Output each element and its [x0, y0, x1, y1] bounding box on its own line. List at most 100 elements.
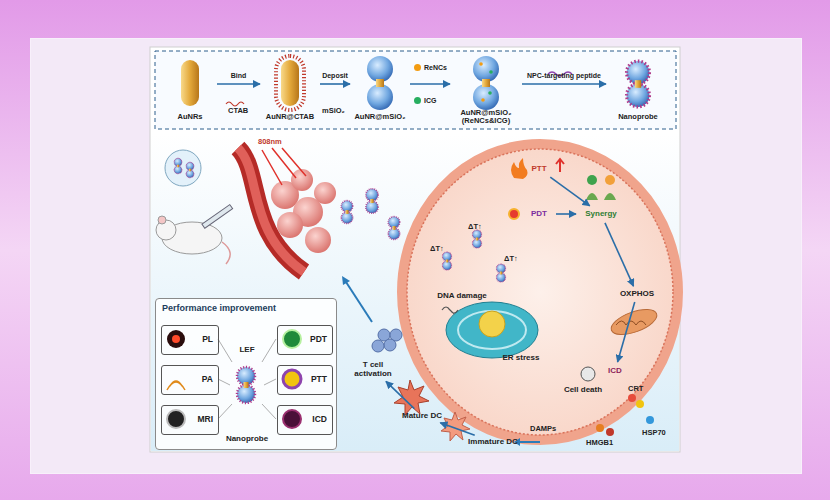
- mitochondrion: [608, 304, 660, 339]
- node-box: T cell activation: [350, 358, 396, 380]
- node-box: PDT: [524, 207, 554, 221]
- legend-row: ICG: [414, 97, 436, 104]
- person-body: [586, 193, 616, 200]
- node-box: AuNR@mSiO₂ (ReNCs&ICG): [452, 56, 520, 126]
- nanoprobe-particle: [341, 201, 352, 224]
- icg-dot: [489, 70, 493, 74]
- node-box: AuNR@mSiO₂: [352, 56, 408, 122]
- node-box: ICD: [277, 405, 333, 435]
- node-box: AuNRs: [165, 56, 215, 122]
- nanoprobe-particle: [186, 162, 194, 177]
- connector-arrow: [386, 381, 414, 408]
- mitochondrion-cristae: [616, 321, 646, 325]
- legend-row: ReNCs: [414, 64, 447, 71]
- ros-icon: [509, 209, 519, 219]
- annotation-label: HSP70: [642, 428, 666, 437]
- node-box: Nanoprobe: [608, 56, 668, 122]
- hmgb1-molecule: [606, 428, 614, 436]
- nanoprobe-particle: [237, 367, 255, 403]
- pdt-icon: [283, 330, 301, 348]
- gold-nanorod: [376, 79, 384, 87]
- node-text: Nanoprobe: [618, 113, 658, 122]
- attack-arrow: [346, 282, 372, 322]
- annotation-label: CRT: [628, 384, 643, 393]
- nanoprobe-particle: [497, 264, 506, 282]
- legend-text: ReNCs: [424, 64, 447, 71]
- inset-circle: [165, 150, 201, 186]
- increase-arrow: [556, 159, 564, 172]
- mouse-ear: [158, 216, 166, 224]
- node-box: Immature DC: [466, 436, 520, 448]
- node-text: ICD: [608, 366, 622, 375]
- connector-arrow: [556, 213, 576, 215]
- node-text: OXPHOS: [620, 289, 654, 298]
- node-box: ICD: [600, 364, 630, 378]
- crt-molecule: [636, 400, 644, 408]
- performance-backdrop: [155, 298, 337, 450]
- ptt-icon: [283, 370, 301, 388]
- node-text: Nanoprobe: [226, 434, 268, 443]
- node-box: PL: [161, 325, 219, 355]
- annotation-label: ΔT↑: [468, 222, 482, 231]
- node-box: ER stress: [496, 352, 546, 364]
- annotation-label: ΔT↑: [504, 254, 518, 263]
- node-text: PL: [202, 335, 213, 345]
- nanoprobe-particle: [388, 217, 399, 240]
- legend-swatch: [414, 64, 421, 71]
- node-box: Cell death: [558, 384, 608, 396]
- nucleus: [479, 311, 505, 337]
- node-text: ER stress: [503, 353, 540, 362]
- annotation-label: CTAB: [228, 106, 248, 115]
- node-box: Synergy: [578, 207, 624, 221]
- node-text: AuNR@mSiO₂ (ReNCs&ICG): [452, 109, 520, 126]
- ctab-molecule: [226, 102, 244, 106]
- edge-label: NPC-targeting peptide: [527, 72, 601, 79]
- node-box: PDT: [277, 325, 333, 355]
- node-box: Performance improvementPLPAMRILEFNanopro…: [155, 298, 337, 450]
- person-icon: [587, 175, 597, 185]
- node-text: Immature DC: [468, 437, 518, 446]
- edge-label: Deposit: [322, 72, 348, 79]
- gold-nanorod: [281, 60, 299, 106]
- node-box: AuNR@CTAB: [262, 56, 318, 122]
- pa-icon: [167, 381, 185, 390]
- node-text: AuNRs: [177, 113, 202, 122]
- gold-nanorod: [482, 79, 490, 87]
- node-text: DNA damage: [437, 291, 487, 300]
- connector-arrow: [440, 423, 474, 436]
- tumor-cell: [277, 212, 303, 238]
- tumor-cell: [314, 182, 336, 204]
- connector-arrow: [618, 302, 635, 362]
- nanoprobe-particle: [627, 61, 650, 107]
- annotation-label: HMGB1: [586, 438, 613, 447]
- node-text: AuNR@mSiO₂: [354, 113, 405, 122]
- silica-shell: [473, 84, 499, 110]
- icd-icon: [283, 410, 301, 428]
- node-text: Cell death: [564, 385, 602, 394]
- node-text: Mature DC: [402, 411, 442, 420]
- node-text: PTT: [531, 164, 546, 173]
- arrow-head: [342, 276, 350, 285]
- pl-glow: [172, 335, 180, 343]
- t-cell: [384, 339, 396, 351]
- node-text: T cell activation: [350, 360, 396, 378]
- legend-text: ICG: [424, 97, 436, 104]
- gold-nanorod: [181, 60, 199, 106]
- tumor-cell-membrane: [402, 144, 678, 440]
- nanoprobe-particle: [473, 230, 482, 248]
- node-text: PTT: [311, 375, 327, 385]
- node-text: ICD: [312, 415, 327, 425]
- connector-arrow: [522, 83, 606, 85]
- membrane-bilayer: [407, 149, 673, 435]
- node-box: PTT: [277, 365, 333, 395]
- person-icon: [605, 175, 615, 185]
- renc-dot: [479, 62, 483, 66]
- figure-frame: [150, 47, 680, 452]
- node-text: PDT: [310, 335, 327, 345]
- node-text: MRI: [197, 415, 213, 425]
- node-text: LEF: [239, 345, 254, 354]
- connector-arrow: [550, 177, 589, 206]
